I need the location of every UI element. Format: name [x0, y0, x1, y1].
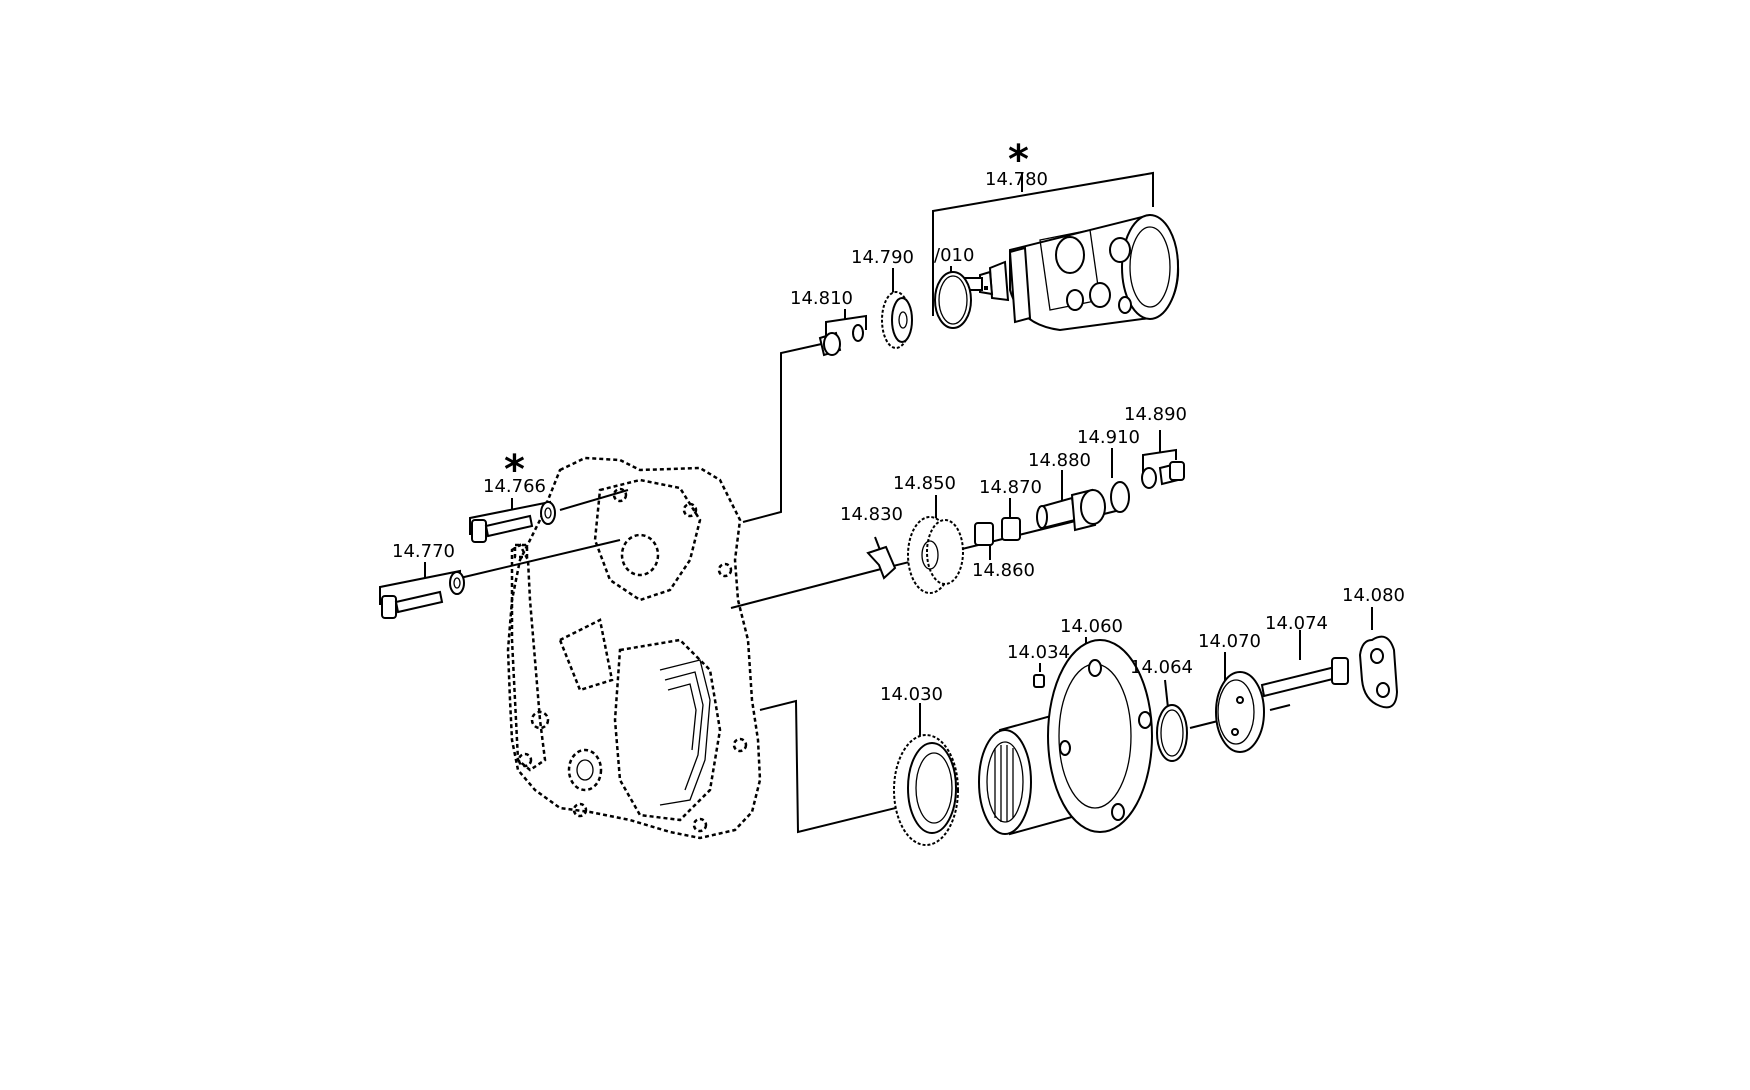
label-14070: 14.070 — [1198, 631, 1261, 652]
asterisk-marker-14766: * — [504, 447, 525, 493]
o-ring-14064 — [1156, 704, 1188, 762]
label-14064: 14.064 — [1130, 657, 1193, 678]
label-14790: 14.790 — [851, 247, 914, 268]
label-14060: 14.060 — [1060, 616, 1123, 637]
label-14860: 14.860 — [972, 560, 1035, 581]
pump-assembly-14780 — [959, 213, 1180, 332]
ring-gear-14030 — [893, 734, 959, 846]
disc-14070 — [1215, 671, 1265, 753]
label-14770: 14.770 — [392, 541, 455, 562]
washer-bolt-14890 — [1141, 461, 1185, 489]
ring-14910 — [1110, 481, 1130, 513]
clip-14830 — [866, 545, 897, 580]
label-14880: 14.880 — [1028, 450, 1091, 471]
nut-washer-14810 — [818, 324, 864, 357]
label-14810: 14.810 — [790, 288, 853, 309]
flange-14060 — [978, 639, 1153, 836]
label-14766: 14.766 — [483, 476, 546, 497]
housing-casting — [506, 456, 762, 840]
gear-14790 — [881, 291, 913, 349]
label-14870: 14.870 — [979, 477, 1042, 498]
plug-14034 — [1033, 674, 1045, 688]
label-14850: 14.850 — [893, 473, 956, 494]
lock-plate-14080 — [1358, 635, 1399, 709]
label-14780: 14.780 — [985, 169, 1048, 190]
label-14074: 14.074 — [1265, 613, 1328, 634]
bearings-14860-14870 — [974, 517, 1021, 546]
bolt-washer-14766 — [471, 501, 556, 543]
bolt-14074 — [1260, 657, 1349, 698]
label-14890: 14.890 — [1124, 404, 1187, 425]
gear-14850 — [907, 516, 964, 594]
label-14830: 14.830 — [840, 504, 903, 525]
label-14030: 14.030 — [880, 684, 943, 705]
asterisk-marker-14780: * — [1008, 137, 1029, 183]
label-14034: 14.034 — [1007, 642, 1070, 663]
o-ring-010 — [934, 271, 972, 329]
shaft-14880 — [1036, 488, 1106, 532]
bolt-washer-14770 — [381, 571, 465, 619]
label-010: /010 — [934, 245, 974, 266]
label-14080: 14.080 — [1342, 585, 1405, 606]
label-14910: 14.910 — [1077, 427, 1140, 448]
